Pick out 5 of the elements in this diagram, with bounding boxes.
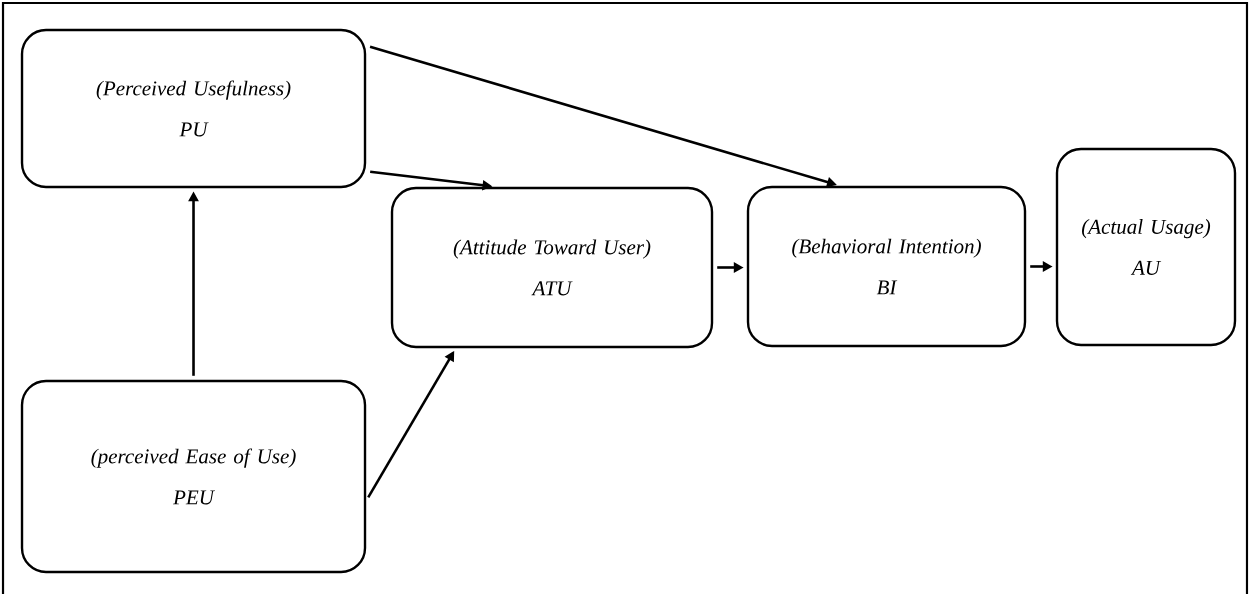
concept-box: (Perceived Usefulness) PU [20, 28, 367, 189]
concept-box: (perceived Ease of Use) PEU [20, 379, 367, 574]
concept-box: (Attitude Toward User) ATU [390, 186, 714, 349]
concept-box: (Actual Usage) AU [1055, 147, 1237, 347]
concept-box: (Behavioral Intention) BI [746, 185, 1027, 348]
